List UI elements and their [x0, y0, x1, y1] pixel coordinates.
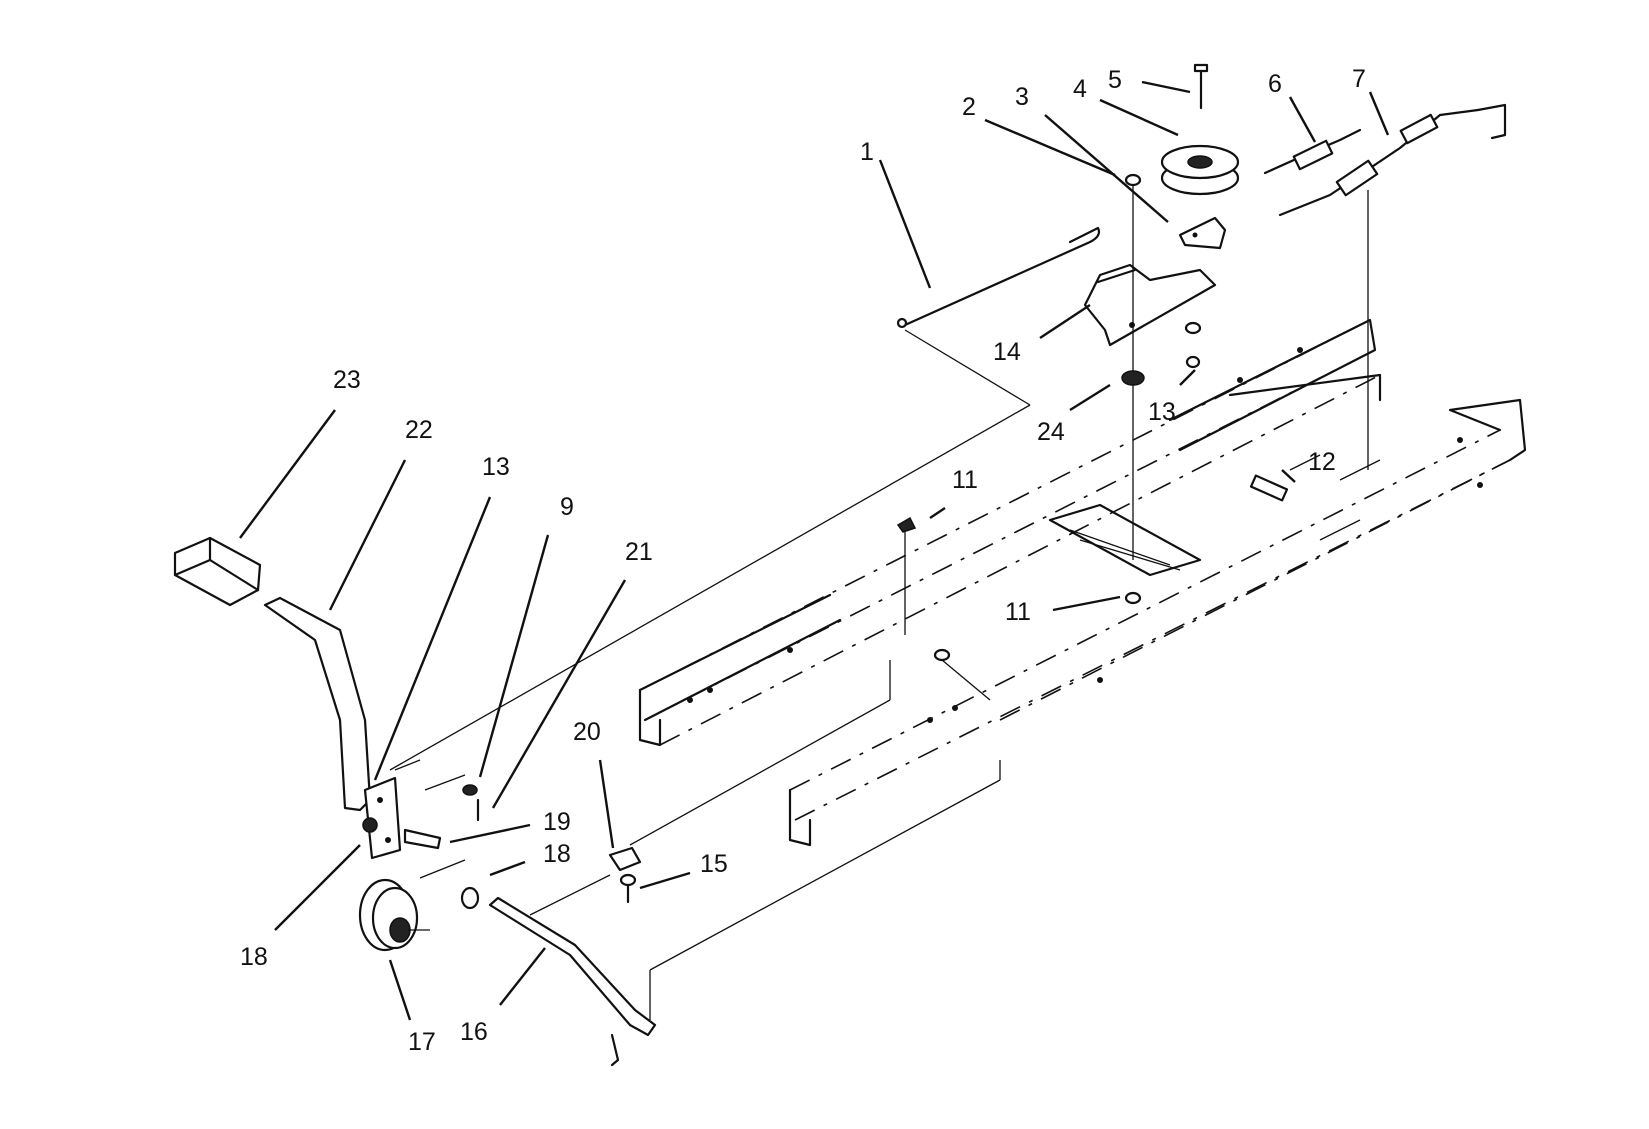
callout-1: 1 — [860, 138, 874, 166]
callout-3: 3 — [1015, 83, 1029, 111]
callout-18-a: 18 — [543, 840, 571, 868]
callout-leaders — [239, 80, 1390, 1021]
part-13-nut-upper — [1184, 321, 1202, 369]
part-11-nut-a — [896, 516, 917, 635]
part-20-bracket — [608, 660, 891, 872]
callout-4: 4 — [1073, 75, 1087, 103]
part-5-bolt — [1193, 63, 1209, 110]
part-2-bolt — [1124, 173, 1142, 560]
callout-16: 16 — [460, 1018, 488, 1046]
frame-rail-left — [638, 318, 1382, 747]
frame-rail-right — [788, 398, 1527, 847]
callout-12: 12 — [1308, 448, 1336, 476]
callout-13-a: 13 — [482, 453, 510, 481]
part-7-spring — [1278, 103, 1507, 470]
callout-labels: 1 2 3 4 5 6 7 9 11 11 12 13 13 13 14 15 … — [240, 65, 1366, 1056]
callout-2: 2 — [962, 93, 976, 121]
callout-21: 21 — [625, 538, 653, 566]
callout-5: 5 — [1108, 66, 1122, 94]
part-11-nut-b — [1124, 591, 1142, 605]
part-17-pulley — [358, 859, 466, 952]
part-22-pedal-arm — [263, 596, 372, 812]
cross-member — [1048, 503, 1202, 577]
callout-11-a: 11 — [952, 466, 978, 494]
callout-6: 6 — [1268, 70, 1282, 98]
callout-14: 14 — [993, 338, 1021, 366]
part-6-spring — [1263, 128, 1362, 175]
part-18-washer — [460, 886, 480, 910]
callout-20: 20 — [573, 718, 601, 746]
pivot-bracket — [362, 776, 402, 860]
callout-7: 7 — [1352, 65, 1366, 93]
part-16-idler-arm — [488, 760, 1001, 1067]
callout-9: 9 — [560, 493, 574, 521]
callout-15: 15 — [700, 850, 728, 878]
callout-19: 19 — [543, 808, 571, 836]
part-4-pulley — [1160, 144, 1240, 196]
callout-17: 17 — [408, 1028, 436, 1056]
callout-24: 24 — [1037, 418, 1065, 446]
part-12-spring — [1249, 474, 1289, 502]
part-15-bolt — [619, 873, 637, 904]
part-1-rod — [389, 226, 1101, 771]
part-nut-c — [933, 648, 991, 701]
callout-11-b: 11 — [1005, 598, 1031, 626]
part-19-bolt — [403, 828, 442, 850]
part-9-pin — [424, 774, 478, 796]
part-14-bracket — [1083, 263, 1217, 347]
callout-23: 23 — [333, 366, 361, 394]
callout-13-b: 13 — [1148, 398, 1176, 426]
part-23-pedal-pad — [173, 536, 262, 607]
callout-18-b: 18 — [240, 943, 268, 971]
part-24-washer — [1121, 370, 1145, 386]
callout-22: 22 — [405, 416, 433, 444]
part-3-bracket — [1178, 216, 1227, 250]
